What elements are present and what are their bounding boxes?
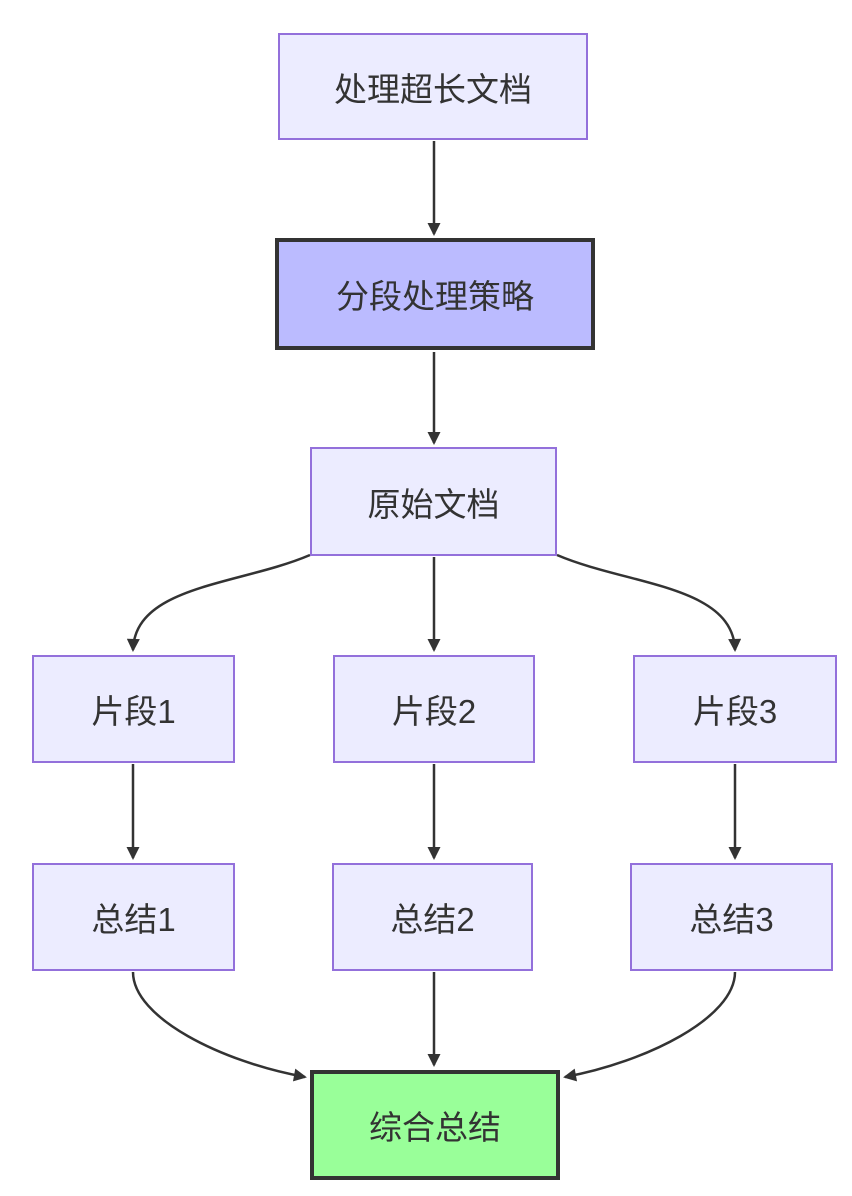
node-start: 处理超长文档 xyxy=(278,33,588,140)
node-chunk3: 片段3 xyxy=(633,655,837,763)
edge-summary3-final xyxy=(563,971,737,1082)
node-summary3: 总结3 xyxy=(630,863,833,971)
node-doc: 原始文档 xyxy=(310,447,557,556)
node-chunk1: 片段1 xyxy=(32,655,235,763)
node-summary2: 总结2 xyxy=(332,863,533,971)
node-strategy: 分段处理策略 xyxy=(275,238,595,350)
node-summary1: 总结1 xyxy=(32,863,235,971)
node-final: 综合总结 xyxy=(310,1070,560,1180)
edge-summary1-final xyxy=(131,971,307,1082)
node-chunk2: 片段2 xyxy=(333,655,535,763)
edge-doc-chunk1 xyxy=(126,553,311,652)
edge-doc-chunk3 xyxy=(556,553,742,652)
